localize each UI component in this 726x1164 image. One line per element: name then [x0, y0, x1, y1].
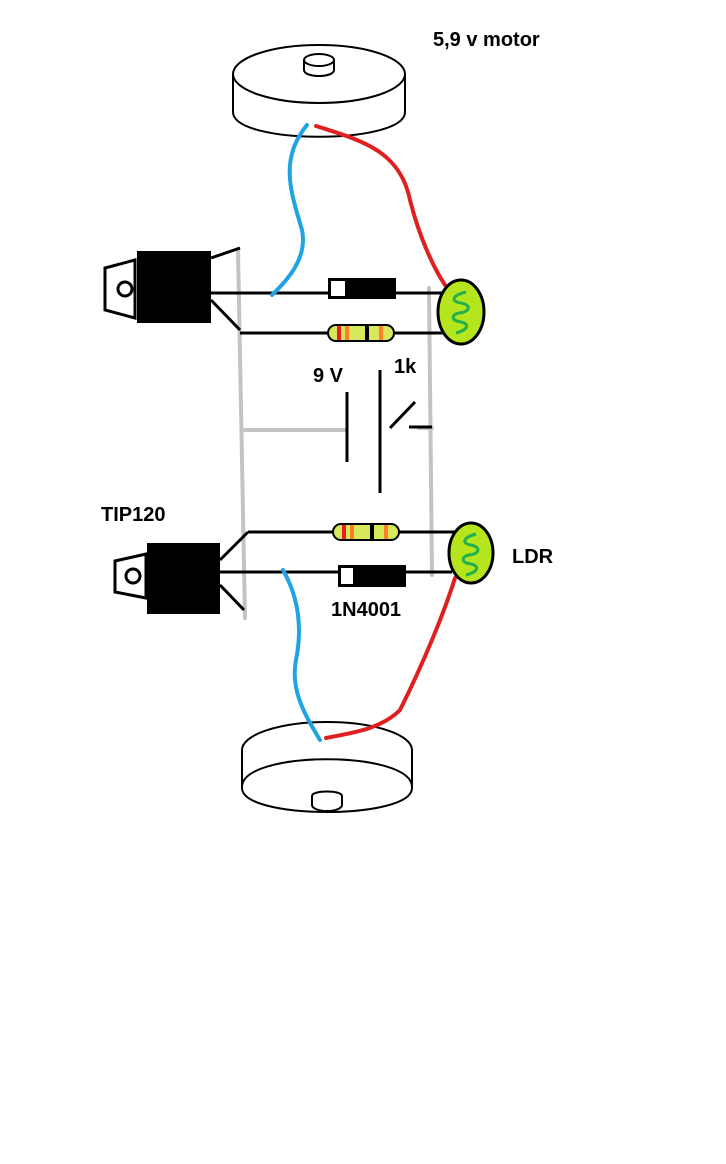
ldr-label: LDR [512, 546, 554, 568]
battery [345, 370, 382, 493]
red-wires [314, 124, 457, 740]
top-resistor [327, 324, 395, 342]
bottom-motor [241, 721, 413, 813]
gray-wires [236, 248, 434, 620]
top-transistor [103, 251, 211, 323]
motor-label: 5,9 v motor [433, 29, 540, 51]
blue-wires [270, 123, 322, 742]
diode-label: 1N4001 [331, 599, 402, 621]
bottom-transistor [113, 543, 220, 614]
transistor-label: TIP120 [101, 504, 166, 526]
top-ldr [436, 278, 486, 346]
bottom-resistor [332, 523, 400, 541]
bottom-ldr [447, 521, 495, 585]
switch [388, 400, 432, 430]
resistor-label: 1k [394, 356, 417, 378]
battery-label: 9 V [313, 365, 344, 387]
top-diode [328, 278, 396, 299]
top-motor [232, 44, 406, 138]
bottom-diode [338, 565, 406, 587]
